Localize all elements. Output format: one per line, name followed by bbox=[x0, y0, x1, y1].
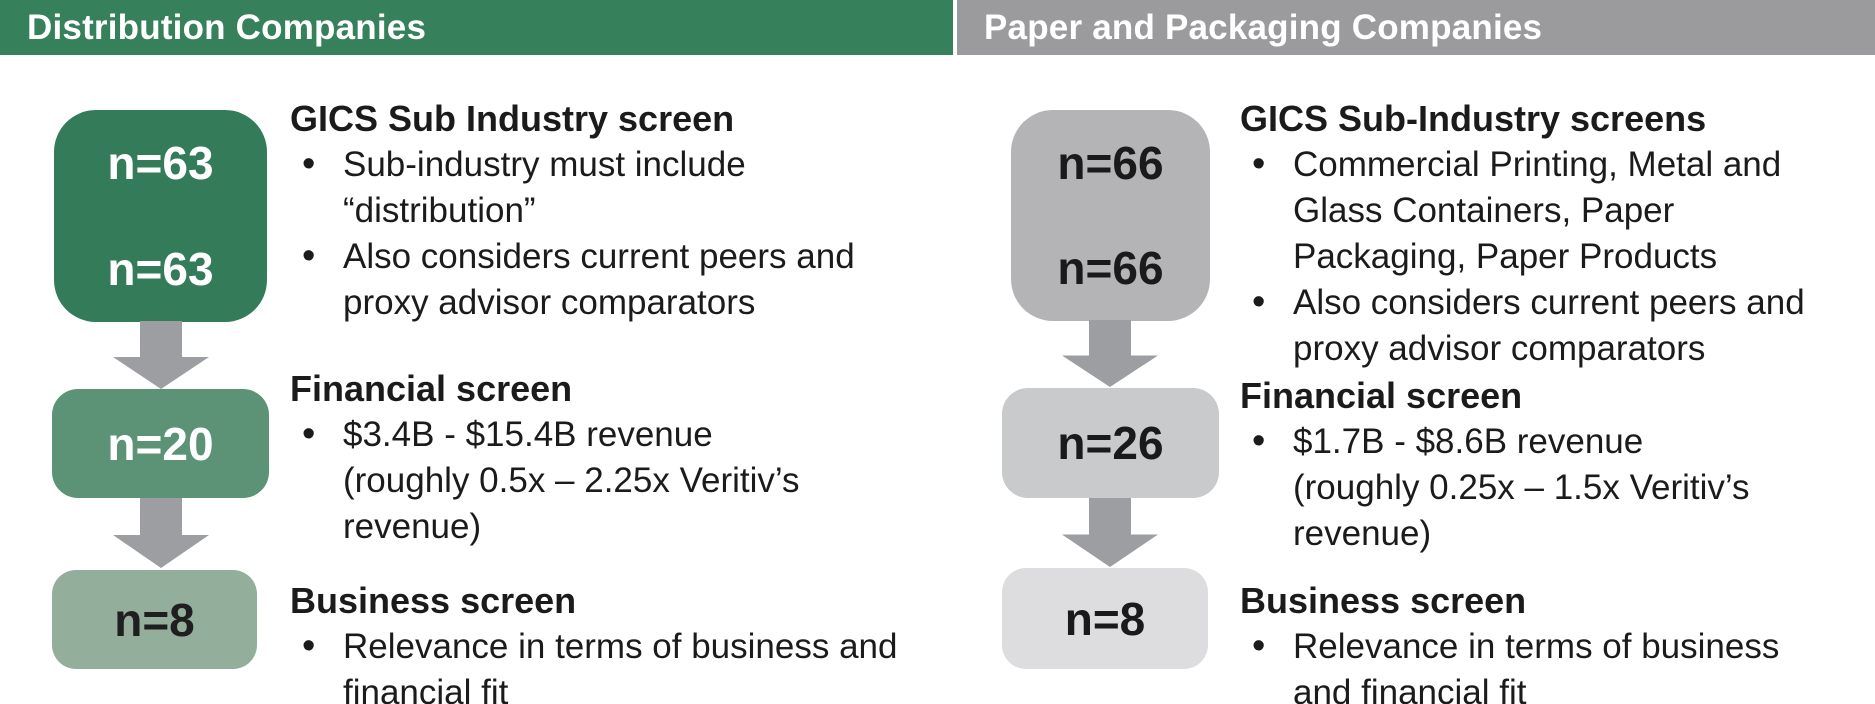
section-heading: Financial screen bbox=[290, 368, 573, 409]
paper-business-section: Business screen Relevance in terms of bu… bbox=[1240, 578, 1875, 704]
distribution-business-count-box: n=8 bbox=[52, 570, 257, 669]
bullet-list: $1.7B - $8.6B revenue (roughly 0.25x – 1… bbox=[1240, 418, 1875, 557]
section-heading: Financial screen bbox=[1240, 375, 1523, 416]
distribution-business-section: Business screen Relevance in terms of bu… bbox=[290, 578, 950, 704]
paper-business-count-box: n=8 bbox=[1002, 568, 1208, 669]
bullet-item: Sub-industry must include “distribution” bbox=[290, 141, 950, 234]
down-arrow-icon bbox=[1062, 320, 1158, 387]
distribution-financial-count-box: n=20 bbox=[52, 389, 269, 498]
count-label: n=63 bbox=[107, 137, 214, 189]
section-heading: Business screen bbox=[1240, 580, 1527, 621]
down-arrow-icon bbox=[1062, 498, 1158, 567]
distribution-header-label: Distribution Companies bbox=[27, 7, 427, 47]
section-heading: GICS Sub-Industry screens bbox=[1240, 98, 1707, 139]
bullet-item: $1.7B - $8.6B revenue (roughly 0.25x – 1… bbox=[1240, 418, 1875, 557]
count-label: n=20 bbox=[107, 417, 214, 470]
bullet-text: $1.7B - $8.6B revenue (roughly 0.25x – 1… bbox=[1293, 422, 1750, 553]
bullet-list: Commercial Printing, Metal and Glass Con… bbox=[1240, 141, 1875, 372]
bullet-list: Relevance in terms of business and finan… bbox=[290, 623, 950, 704]
count-label: n=63 bbox=[107, 243, 214, 295]
count-label: n=26 bbox=[1057, 417, 1164, 469]
bullet-text: Also considers current peers and proxy a… bbox=[343, 237, 855, 322]
distribution-gics-section: GICS Sub Industry screen Sub-industry mu… bbox=[290, 96, 950, 326]
count-label: n=8 bbox=[1064, 592, 1146, 645]
bullet-item: Also considers current peers and proxy a… bbox=[1240, 279, 1875, 372]
distribution-gics-count-box: n=63 n=63 bbox=[54, 110, 267, 322]
bullet-text: Commercial Printing, Metal and Glass Con… bbox=[1293, 145, 1782, 276]
bullet-list: Relevance in terms of business and finan… bbox=[1240, 623, 1875, 704]
paper-financial-count-box: n=26 bbox=[1002, 388, 1219, 498]
section-heading: GICS Sub Industry screen bbox=[290, 98, 735, 139]
distribution-financial-section: Financial screen $3.4B - $15.4B revenue … bbox=[290, 366, 950, 550]
count-label: n=66 bbox=[1057, 242, 1164, 295]
bullet-item: Commercial Printing, Metal and Glass Con… bbox=[1240, 141, 1875, 280]
section-heading: Business screen bbox=[290, 580, 577, 621]
paper-gics-section: GICS Sub-Industry screens Commercial Pri… bbox=[1240, 96, 1875, 372]
bullet-text: Sub-industry must include “distribution” bbox=[343, 145, 746, 230]
paper-gics-count-box: n=66 n=66 bbox=[1011, 110, 1210, 321]
count-label: n=66 bbox=[1057, 136, 1164, 189]
paper-financial-section: Financial screen $1.7B - $8.6B revenue (… bbox=[1240, 373, 1875, 557]
bullet-list: $3.4B - $15.4B revenue (roughly 0.5x – 2… bbox=[290, 411, 950, 550]
down-arrow-icon bbox=[113, 321, 209, 389]
distribution-header-bar: Distribution Companies bbox=[0, 0, 953, 55]
down-arrow-icon bbox=[113, 498, 209, 568]
bullet-text: $3.4B - $15.4B revenue (roughly 0.5x – 2… bbox=[343, 415, 800, 546]
bullet-text: Also considers current peers and proxy a… bbox=[1293, 283, 1805, 368]
bullet-list: Sub-industry must include “distribution”… bbox=[290, 141, 950, 326]
bullet-item: Relevance in terms of business and finan… bbox=[290, 623, 950, 704]
bullet-item: $3.4B - $15.4B revenue (roughly 0.5x – 2… bbox=[290, 411, 950, 550]
paper-packaging-header-bar: Paper and Packaging Companies bbox=[957, 0, 1875, 55]
bullet-text: Relevance in terms of business and finan… bbox=[1293, 627, 1780, 704]
bullet-item: Also considers current peers and proxy a… bbox=[290, 233, 950, 326]
bullet-text: Relevance in terms of business and finan… bbox=[343, 627, 898, 704]
paper-packaging-header-label: Paper and Packaging Companies bbox=[984, 7, 1543, 47]
bullet-item: Relevance in terms of business and finan… bbox=[1240, 623, 1875, 704]
count-label: n=8 bbox=[114, 593, 195, 646]
